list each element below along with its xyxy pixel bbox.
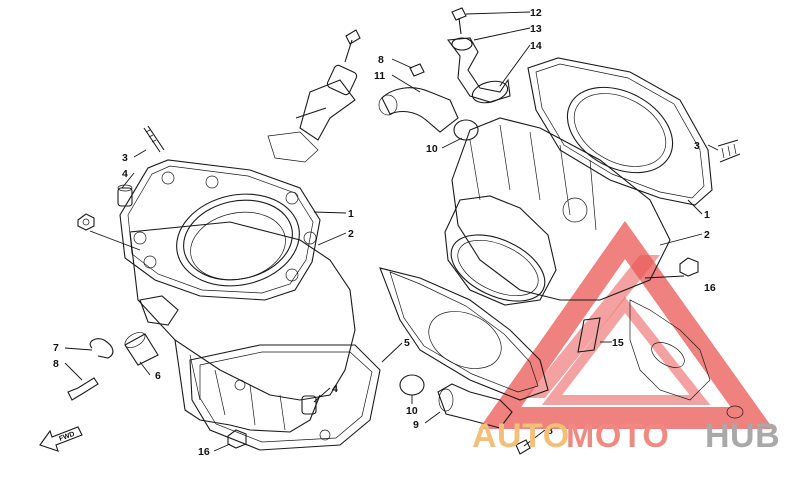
part-label-16-right: 16 — [704, 282, 716, 294]
part-label-1-right: 1 — [704, 209, 710, 221]
part-label-11: 11 — [374, 70, 385, 82]
part-label-1: 1 — [348, 208, 354, 220]
part-label-2-right: 2 — [704, 229, 710, 241]
watermark-hub: HUB — [705, 417, 780, 455]
part-label-14: 14 — [530, 40, 542, 52]
part-label-4: 4 — [122, 168, 128, 180]
watermark-auto: AUTO — [472, 417, 570, 455]
part-label-10: 10 — [426, 143, 438, 155]
part-label-13: 13 — [530, 23, 542, 35]
part-label-8-left: 8 — [53, 358, 59, 370]
part-label-15: 15 — [612, 337, 624, 349]
right-cylinder-assembly — [378, 7, 744, 455]
leader-lines — [64, 11, 719, 452]
part-label-3-right: 3 — [694, 140, 700, 152]
part-number-labels: 12 13 14 8 11 10 3 4 1 2 3 1 2 16 15 5 7… — [53, 7, 716, 458]
fwd-arrow: FWD — [39, 426, 83, 452]
part-label-9: 9 — [413, 419, 419, 431]
part-label-16-lower: 16 — [198, 446, 210, 458]
part-label-3: 3 — [122, 152, 128, 164]
part-label-8: 8 — [378, 54, 384, 66]
watermark-logo-text: AUTO MOTO HUB — [472, 417, 780, 455]
part-label-7: 7 — [53, 342, 59, 354]
watermark-moto: MOTO — [566, 417, 669, 455]
watermark-triangle-logo — [478, 220, 774, 429]
part-label-6: 6 — [155, 370, 161, 382]
part-label-5: 5 — [404, 337, 410, 349]
left-cylinder-assembly — [67, 29, 381, 451]
part-label-10-lower: 10 — [406, 405, 418, 417]
part-label-2: 2 — [348, 228, 354, 240]
part-label-8-lower: 8 — [547, 425, 553, 437]
part-label-4-lower: 4 — [332, 383, 338, 395]
part-label-12: 12 — [530, 7, 542, 19]
